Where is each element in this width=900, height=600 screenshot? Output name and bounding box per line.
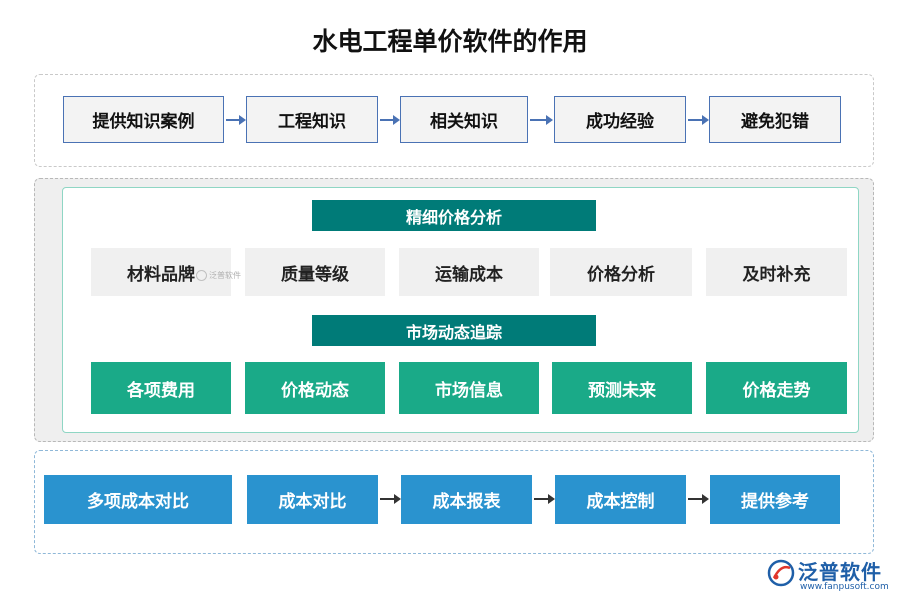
- blue-box-2: 成本对比: [247, 475, 378, 524]
- green-box-5: 价格走势: [706, 362, 847, 414]
- brand-logo-icon: [767, 559, 795, 587]
- top-arrow-3: [530, 115, 553, 125]
- watermark-text: 泛普软件: [209, 271, 241, 280]
- green-box-2: 价格动态: [245, 362, 385, 414]
- brand-logo: 泛普软件 www.fanpusoft.com: [766, 556, 894, 596]
- brand-url[interactable]: www.fanpusoft.com: [800, 582, 889, 592]
- bottom-arrow-2: [534, 494, 555, 504]
- top-box-4: 成功经验: [554, 96, 686, 143]
- bottom-arrow-3: [688, 494, 709, 504]
- blue-box-1: 多项成本对比: [44, 475, 232, 524]
- gray-box-2: 质量等级: [245, 248, 385, 296]
- top-box-1: 提供知识案例: [63, 96, 224, 143]
- header-price-analysis: 精细价格分析: [312, 200, 596, 231]
- gray-box-3: 运输成本: [399, 248, 539, 296]
- top-box-2: 工程知识: [246, 96, 378, 143]
- green-box-3: 市场信息: [399, 362, 539, 414]
- gray-box-5: 及时补充: [706, 248, 847, 296]
- top-arrow-1: [226, 115, 246, 125]
- page-title: 水电工程单价软件的作用: [312, 27, 588, 56]
- brand-name: 泛普软件: [798, 560, 882, 584]
- top-box-3: 相关知识: [400, 96, 528, 143]
- blue-box-4: 成本控制: [555, 475, 686, 524]
- top-arrow-2: [380, 115, 400, 125]
- top-box-5: 避免犯错: [709, 96, 841, 143]
- green-box-4: 预测未来: [552, 362, 692, 414]
- gray-box-1: 材料品牌: [91, 248, 231, 296]
- bottom-arrow-1: [380, 494, 401, 504]
- gray-box-4: 价格分析: [550, 248, 692, 296]
- blue-box-3: 成本报表: [401, 475, 532, 524]
- blue-box-5: 提供参考: [710, 475, 840, 524]
- watermark: 泛普软件: [196, 270, 241, 281]
- green-box-1: 各项费用: [91, 362, 231, 414]
- watermark-logo-icon: [196, 270, 207, 281]
- header-market-tracking: 市场动态追踪: [312, 315, 596, 346]
- top-arrow-4: [688, 115, 709, 125]
